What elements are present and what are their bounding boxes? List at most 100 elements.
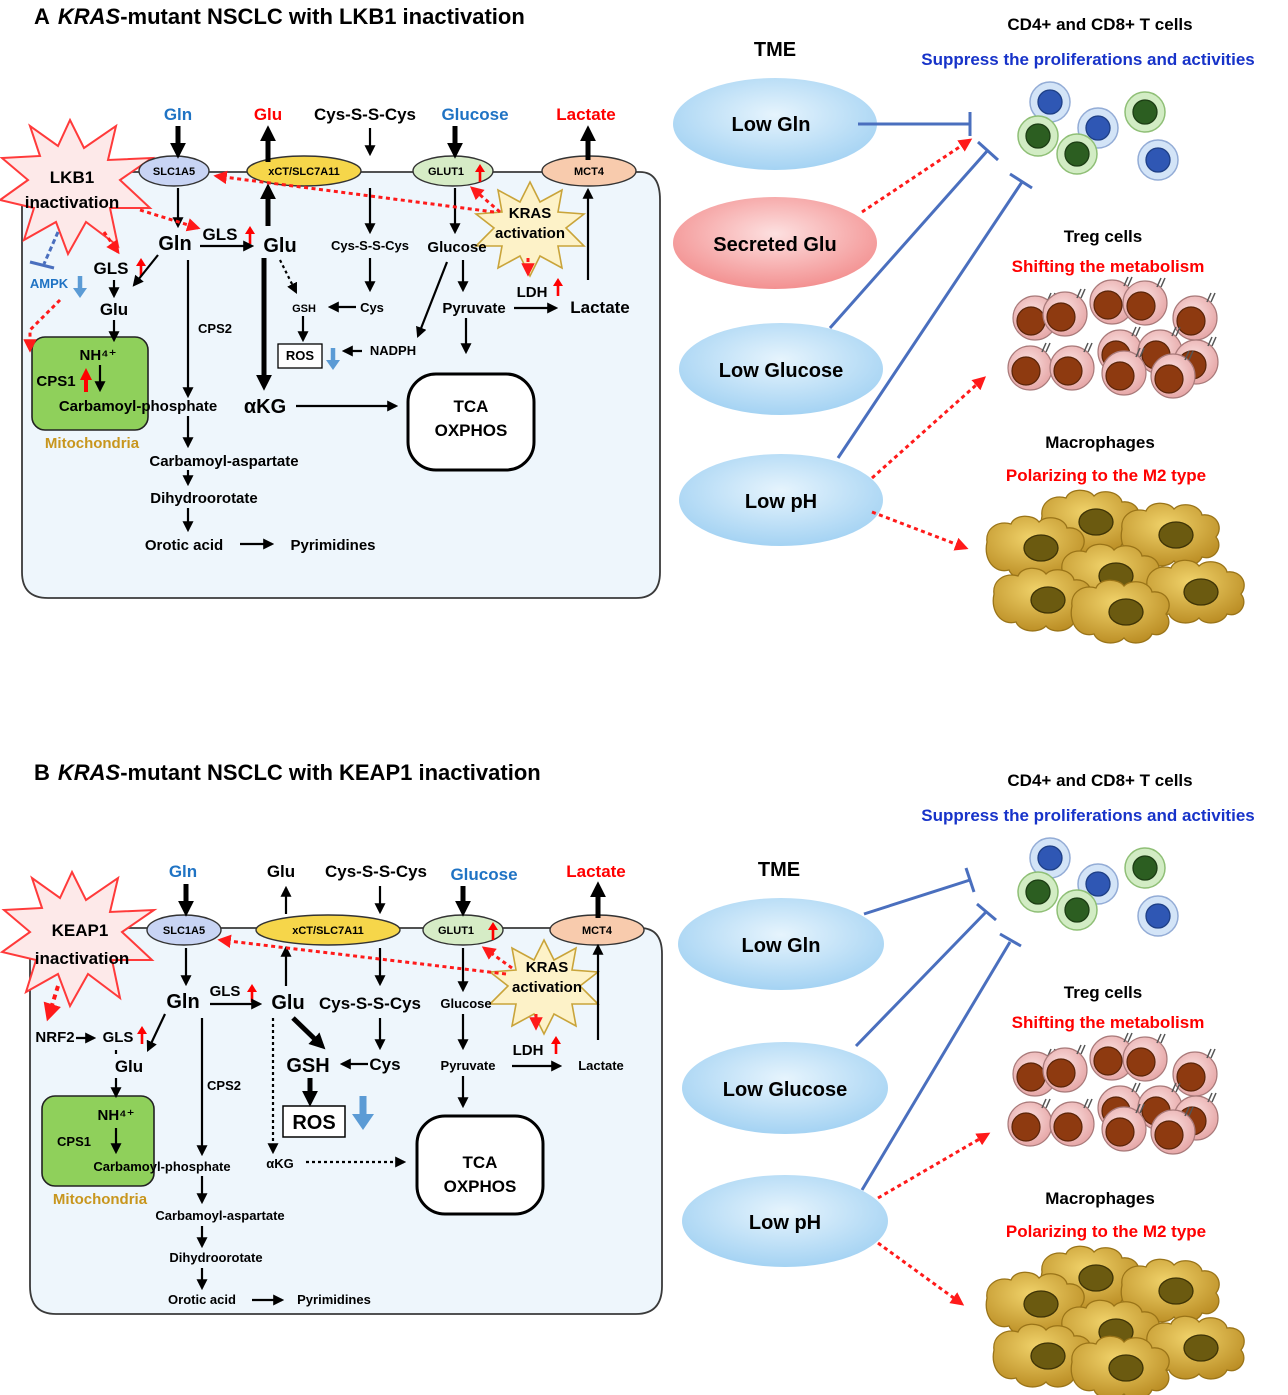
tme-low-ph: [682, 1175, 888, 1267]
tme-low-glucose: [682, 1042, 888, 1134]
xct-label: xCT/SLC7A11: [268, 166, 340, 178]
node-glucose-in: Glucose: [427, 239, 486, 256]
tme-low-glucose-label: Low Glucose: [719, 360, 843, 382]
node-carbamoyl-aspartate: Carbamoyl-aspartate: [149, 453, 298, 470]
mac-cluster: [985, 489, 1245, 644]
node-pyruvate: Pyruvate: [442, 300, 505, 317]
node-gls-left: GLS: [94, 259, 129, 278]
treg-effect: Shifting the metabolism: [1012, 257, 1205, 276]
treg-cluster: [1007, 276, 1219, 399]
lkb1-burst: [0, 117, 156, 257]
keap1-burst: [0, 869, 158, 1009]
node-ros: ROS: [292, 1112, 335, 1134]
node-glu: Glu: [263, 235, 296, 257]
treg-cluster: [1007, 1032, 1219, 1155]
tca-box: [406, 372, 536, 472]
tcells-cluster: [1017, 81, 1179, 181]
tme-secreted-glu-label: Secreted Glu: [713, 234, 836, 256]
node-orotic-acid: Orotic acid: [145, 537, 223, 554]
ext-glucose: Glucose: [450, 865, 517, 884]
xct-label: xCT/SLC7A11: [292, 925, 364, 937]
ros-box: [277, 343, 323, 369]
panel-a-title: -mutant NSCLC with LKB1 inactivation: [120, 4, 525, 29]
tcells-effect: Suppress the proliferations and activiti…: [921, 50, 1254, 69]
node-glu-left: Glu: [115, 1057, 143, 1076]
node-cys-pair-in: Cys-S-S-Cys: [319, 994, 421, 1013]
treg-effect: Shifting the metabolism: [1012, 1013, 1205, 1032]
slc1a5-label: SLC1A5: [153, 166, 195, 178]
ext-lactate: Lactate: [556, 105, 616, 124]
mitochondria-box: [31, 336, 149, 431]
ext-glu: Glu: [267, 862, 295, 881]
mitochondria-label: Mitochondria: [45, 435, 140, 452]
tme-heading: TME: [754, 39, 796, 61]
kras-line1: KRAS: [526, 959, 569, 976]
node-carbamoyl-aspartate: Carbamoyl-aspartate: [155, 1208, 284, 1223]
ext-glu: Glu: [254, 105, 282, 124]
node-pyrimidines: Pyrimidines: [290, 537, 375, 554]
node-gls: GLS: [203, 225, 238, 244]
mac-effect: Polarizing to the M2 type: [1006, 466, 1206, 485]
mct4-label: MCT4: [582, 925, 613, 937]
tme-heading: TME: [758, 859, 800, 881]
node-tca: TCA: [454, 397, 489, 416]
node-pyruvate: Pyruvate: [441, 1058, 496, 1073]
node-pyrimidines: Pyrimidines: [297, 1292, 371, 1307]
ext-gln: Gln: [169, 862, 197, 881]
tcells-title: CD4+ and CD8+ T cells: [1007, 15, 1192, 34]
node-ldh: LDH: [517, 284, 548, 301]
node-dihydroorotate: Dihydroorotate: [150, 490, 258, 507]
node-dihydroorotate: Dihydroorotate: [169, 1250, 262, 1265]
node-oxphos: OXPHOS: [435, 421, 508, 440]
node-cps1: CPS1: [36, 373, 75, 390]
node-ldh: LDH: [513, 1042, 544, 1059]
kras-burst: [487, 938, 601, 1036]
tme-low-glucose: [679, 323, 883, 415]
node-ampk: AMPK: [30, 276, 69, 291]
tme-low-ph: [679, 454, 883, 546]
node-lactate-in: Lactate: [578, 1058, 624, 1073]
mitochondria-label: Mitochondria: [53, 1191, 148, 1208]
tme-low-gln: [678, 898, 884, 990]
tcells-cluster: [1017, 837, 1179, 937]
mac-cluster: [985, 1245, 1245, 1395]
tme-low-ph-label: Low pH: [745, 491, 817, 513]
node-glucose-in: Glucose: [440, 996, 491, 1011]
tme-low-ph-label: Low pH: [749, 1212, 821, 1234]
node-cys: Cys: [360, 300, 384, 315]
tme-low-glucose-label: Low Glucose: [723, 1079, 847, 1101]
node-lactate-in: Lactate: [570, 298, 630, 317]
tcells-title: CD4+ and CD8+ T cells: [1007, 771, 1192, 790]
node-carbamoyl-phosphate: Carbamoyl-phosphate: [93, 1159, 230, 1174]
ext-glucose: Glucose: [441, 105, 508, 124]
node-cps2: CPS2: [207, 1078, 241, 1093]
panel-a-title-italic: KRAS: [58, 4, 121, 29]
ext-gln: Gln: [164, 105, 192, 124]
panel-a-letter: A: [34, 4, 50, 29]
node-oxphos: OXPHOS: [444, 1177, 517, 1196]
trigger-line1: LKB1: [50, 168, 94, 187]
node-cps1: CPS1: [57, 1134, 91, 1149]
node-cps2: CPS2: [198, 321, 232, 336]
panel-a: A KRAS-mutant NSCLC with LKB1 inactivatio…: [0, 4, 1255, 644]
panel-b-letter: B: [34, 760, 50, 785]
slc1a5-label: SLC1A5: [163, 925, 205, 937]
node-tca: TCA: [463, 1153, 498, 1172]
node-nrf2: NRF2: [35, 1029, 74, 1046]
mac-effect: Polarizing to the M2 type: [1006, 1222, 1206, 1241]
node-glu-left: Glu: [100, 300, 128, 319]
node-nh4: NH⁴⁺: [79, 347, 116, 364]
tca-box: [415, 1114, 545, 1216]
node-gsh: GSH: [286, 1055, 329, 1077]
node-ros: ROS: [286, 348, 315, 363]
kras-line2: activation: [512, 979, 582, 996]
node-gls-left: GLS: [103, 1029, 134, 1046]
ext-lactate: Lactate: [566, 862, 626, 881]
node-akg: αKG: [244, 396, 286, 418]
mitochondria-box: [41, 1095, 155, 1187]
tme-low-gln: [673, 78, 877, 170]
